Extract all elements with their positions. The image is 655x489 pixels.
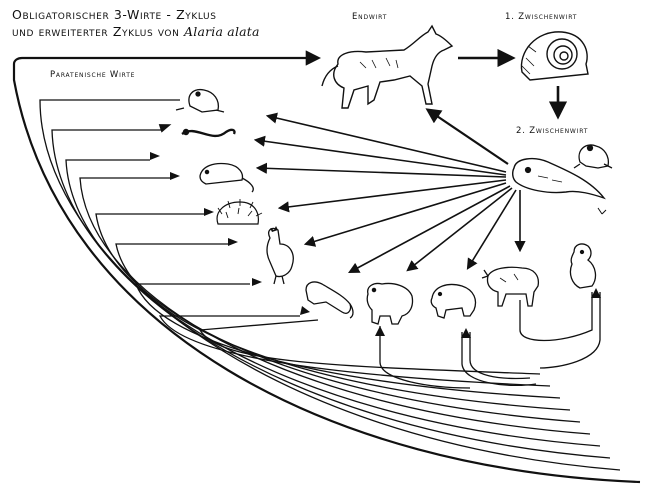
cycle-arrow-to-fox: [14, 58, 640, 482]
frog-icon: [176, 90, 224, 112]
arrow-to-boar: [468, 190, 516, 268]
hedgehog-icon: [217, 199, 262, 224]
frog-icon: [574, 145, 612, 168]
fox-icon: [322, 26, 452, 108]
arrow-to-bear: [408, 188, 512, 270]
marten-icon: [306, 282, 353, 318]
monkey-icon: [570, 244, 595, 288]
snake-icon: [182, 130, 235, 136]
radial-arrows: [256, 116, 520, 272]
rat-icon: [200, 164, 253, 193]
arrow-to-snake: [268, 116, 506, 172]
bear-icon: [367, 283, 412, 324]
rooster-icon: [267, 226, 293, 284]
snail-icon: [521, 32, 588, 80]
boar-icon: [431, 285, 475, 319]
cattle-icon: [482, 267, 538, 306]
arrow-to-marten: [350, 186, 510, 272]
